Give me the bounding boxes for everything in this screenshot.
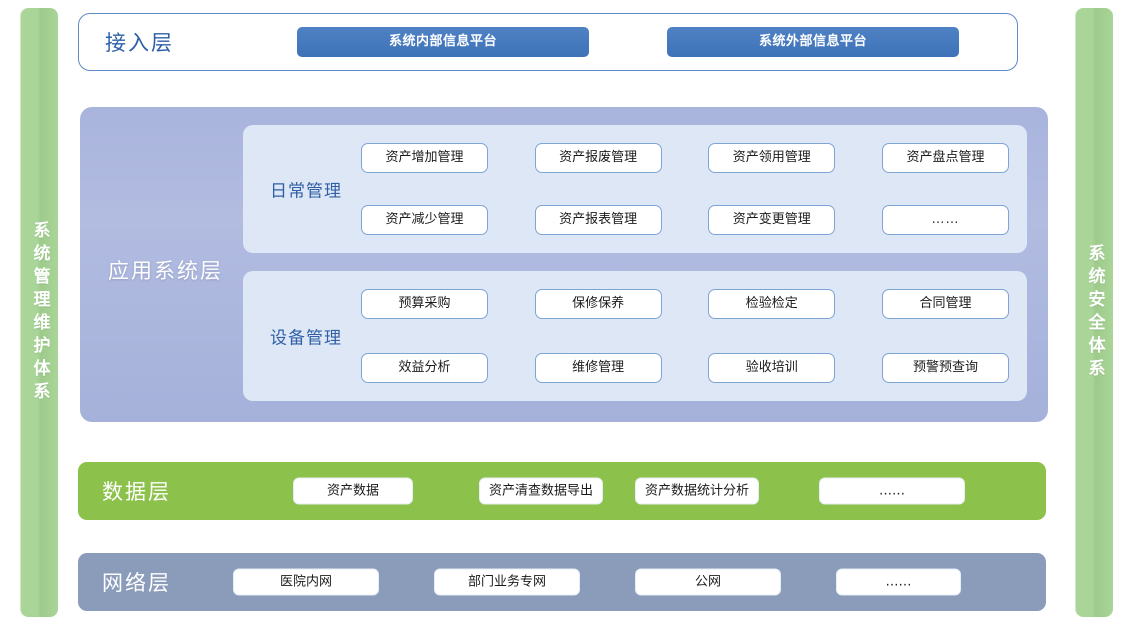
item-public-network[interactable]: 公网 [635,568,781,596]
item-asset-change[interactable]: 资产变更管理 [708,205,836,235]
item-department-business-network[interactable]: 部门业务专网 [434,568,580,596]
sidebar-system-management[interactable]: 系统管理维护体系 [20,8,58,617]
access-layer-title: 接入层 [105,31,174,55]
equipment-management-row-1: 预算采购 保修保养 检验检定 合同管理 [361,289,1009,319]
item-daily-more[interactable]: …… [881,205,1009,235]
item-acceptance-training[interactable]: 验收培训 [708,353,836,383]
group-equipment-management: 设备管理 预算采购 保修保养 检验检定 合同管理 效益分析 维修管理 验收培训 … [243,271,1027,401]
daily-management-grid: 资产增加管理 资产报废管理 资产领用管理 资产盘点管理 资产减少管理 资产报表管… [361,143,1009,235]
item-asset-requisition[interactable]: 资产领用管理 [708,143,836,173]
item-hospital-intranet[interactable]: 医院内网 [233,568,379,596]
data-layer-items: 资产数据 资产清查数据导出 资产数据统计分析 …… [293,477,1033,505]
item-asset-inventory-export[interactable]: 资产清查数据导出 [479,477,603,505]
platform-internal-button[interactable]: 系统内部信息平台 [297,27,589,57]
item-asset-data[interactable]: 资产数据 [293,477,413,505]
item-asset-scrap[interactable]: 资产报废管理 [534,143,662,173]
platform-external-button[interactable]: 系统外部信息平台 [667,27,959,57]
item-data-more[interactable]: …… [819,477,965,505]
daily-management-row-1: 资产增加管理 资产报废管理 资产领用管理 资产盘点管理 [361,143,1009,173]
sidebar-system-security[interactable]: 系统安全体系 [1075,8,1113,617]
item-asset-reduction[interactable]: 资产减少管理 [361,205,488,235]
equipment-management-grid: 预算采购 保修保养 检验检定 合同管理 效益分析 维修管理 验收培训 预警预查询 [361,289,1009,383]
item-inspection-verification[interactable]: 检验检定 [708,289,836,319]
data-layer-title: 数据层 [102,480,171,504]
item-repair-management[interactable]: 维修管理 [534,353,662,383]
group-daily-management: 日常管理 资产增加管理 资产报废管理 资产领用管理 资产盘点管理 资产减少管理 … [243,125,1027,253]
equipment-management-row-2: 效益分析 维修管理 验收培训 预警预查询 [361,353,1009,383]
network-layer-items: 医院内网 部门业务专网 公网 …… [233,568,1033,596]
application-layer-title: 应用系统层 [108,259,223,283]
item-asset-addition[interactable]: 资产增加管理 [361,143,488,173]
network-layer: 网络层 医院内网 部门业务专网 公网 …… [78,553,1046,611]
item-benefit-analysis[interactable]: 效益分析 [361,353,488,383]
item-early-warning-query[interactable]: 预警预查询 [881,353,1009,383]
access-layer: 接入层 系统内部信息平台 系统外部信息平台 [78,13,1018,71]
daily-management-row-2: 资产减少管理 资产报表管理 资产变更管理 …… [361,205,1009,235]
data-layer: 数据层 资产数据 资产清查数据导出 资产数据统计分析 …… [78,462,1046,520]
group-daily-management-label: 日常管理 [270,181,342,202]
item-budget-procurement[interactable]: 预算采购 [361,289,488,319]
item-asset-report[interactable]: 资产报表管理 [534,205,662,235]
application-layer: 应用系统层 日常管理 资产增加管理 资产报废管理 资产领用管理 资产盘点管理 资… [80,107,1048,422]
item-asset-statistics-analysis[interactable]: 资产数据统计分析 [635,477,759,505]
item-network-more[interactable]: …… [836,568,961,596]
group-equipment-management-label: 设备管理 [270,328,342,349]
sidebar-left-label: 系统管理维护体系 [29,220,50,405]
network-layer-title: 网络层 [102,571,171,595]
sidebar-right-label: 系统安全体系 [1084,243,1105,382]
item-asset-inventory[interactable]: 资产盘点管理 [881,143,1009,173]
item-warranty-maintenance[interactable]: 保修保养 [534,289,662,319]
item-contract-management[interactable]: 合同管理 [881,289,1009,319]
